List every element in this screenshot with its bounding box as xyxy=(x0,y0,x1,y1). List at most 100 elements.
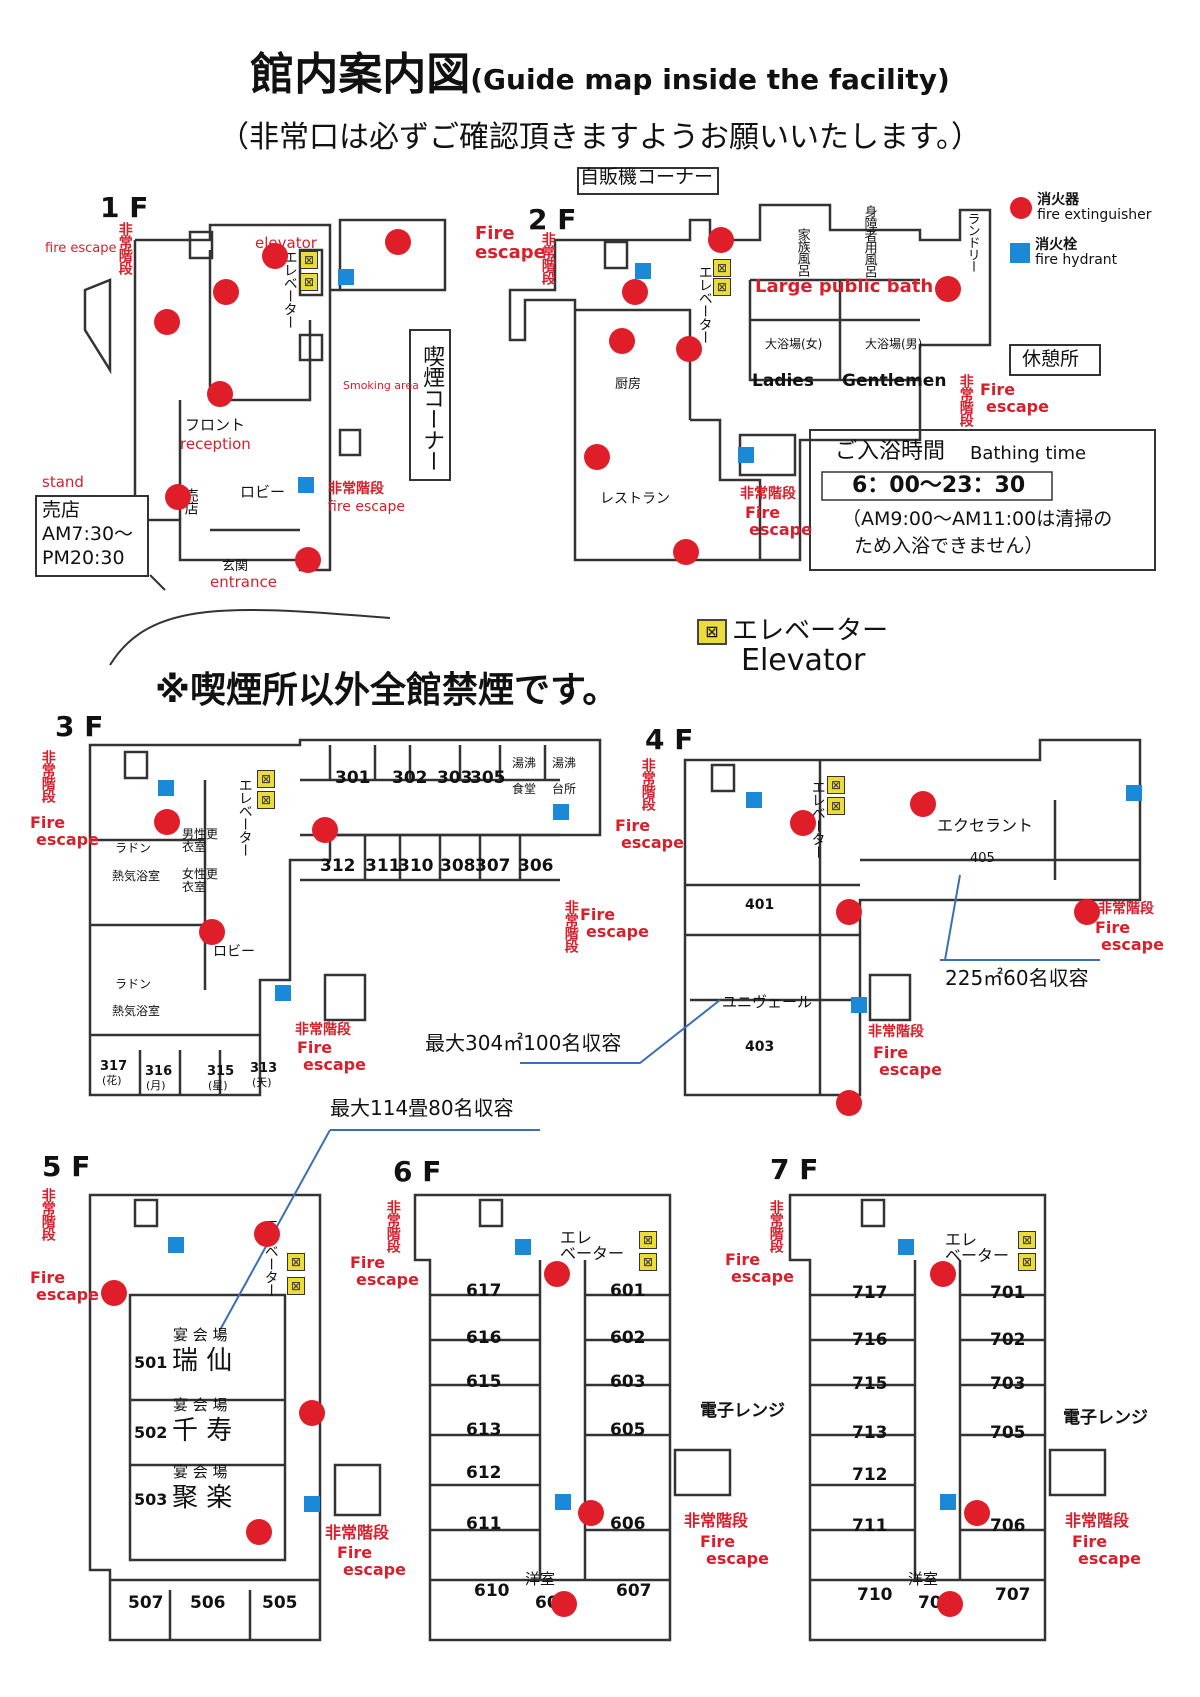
floor1-emergency-stairs-vert: 非常階段 xyxy=(116,222,133,274)
floor2-large-bath: Large public bath xyxy=(755,276,934,297)
room-703: 703 xyxy=(990,1374,1026,1394)
floor1-smoking-area: Smoking area xyxy=(343,379,419,392)
elevator-icon: ⊠ xyxy=(697,618,727,645)
room-312: 312 xyxy=(320,856,356,876)
elevator-icon: ⊠ xyxy=(1018,1231,1036,1249)
floor5-capacity-note: 最大114畳80名収容 xyxy=(330,1096,514,1120)
room-715: 715 xyxy=(852,1374,888,1394)
floor3-lobby: ロビー xyxy=(213,944,255,960)
floor3-radon-1: ラドン xyxy=(115,841,152,855)
floor1-fire-escape-left: fire escape xyxy=(45,241,117,256)
fire-extinguisher-icon xyxy=(937,1591,963,1617)
floor1-stand-en: stand xyxy=(42,473,84,491)
floor4-label: 4 F xyxy=(645,723,694,756)
floor2-restaurant: レストラン xyxy=(600,491,670,507)
room-716: 716 xyxy=(852,1330,888,1350)
fire-extinguisher-icon xyxy=(836,899,862,925)
floor3-label: 3 F xyxy=(55,710,104,743)
floor3-dining: 食堂 xyxy=(512,782,537,796)
room-610: 610 xyxy=(474,1581,510,1601)
room-405: 405 xyxy=(970,851,995,866)
floor2-bath-time-en: Bathing time xyxy=(970,443,1087,464)
fire-hydrant-icon xyxy=(168,1237,184,1253)
room-616: 616 xyxy=(466,1328,502,1348)
room-615: 615 xyxy=(466,1372,502,1392)
floor2-rest-area: 休憩所 xyxy=(1022,348,1080,370)
hydrant-icon xyxy=(1010,242,1030,263)
room-317: 317 xyxy=(100,1059,128,1074)
room-501-name: 瑞 仙 xyxy=(172,1346,233,1376)
no-smoking-notice: ※喫煙所以外全館禁煙です。 xyxy=(155,670,619,711)
floor5-banquet-3: 宴 会 場 xyxy=(173,1463,228,1481)
floor2-bath-note: （AM9:00～AM11:00は清掃のため入浴できません） xyxy=(842,508,1113,557)
floor2-kitchen: 厨房 xyxy=(615,377,642,392)
fire-hydrant-icon xyxy=(851,997,867,1013)
floor2-ladies-jp: 大浴場(女) xyxy=(765,337,823,351)
fire-hydrant-icon xyxy=(738,447,754,463)
room-602: 602 xyxy=(610,1328,646,1348)
room-607: 607 xyxy=(616,1581,652,1601)
elevator-icon: ⊠ xyxy=(257,791,275,809)
fire-extinguisher-icon xyxy=(165,484,191,510)
fire-hydrant-icon xyxy=(298,477,314,493)
floor2-elevator-jp: エレベーター xyxy=(696,265,713,343)
legend-elevator-jp: エレベーター xyxy=(732,616,889,646)
floor1-entrance-jp: 玄関 xyxy=(222,559,249,574)
room-503-name: 聚 楽 xyxy=(172,1483,233,1513)
room-403: 403 xyxy=(745,1039,775,1055)
floor3-sauna-1: 熱気浴室 xyxy=(112,869,161,883)
fire-hydrant-icon xyxy=(940,1494,956,1510)
floor2-vending: 自販機コーナー xyxy=(580,166,714,188)
room-315-tag: (星) xyxy=(208,1079,228,1092)
room-316: 316 xyxy=(145,1064,173,1079)
floor7-emergency-stairs: 非常階段 xyxy=(1065,1511,1130,1530)
floor5-label: 5 F xyxy=(42,1150,91,1183)
fire-extinguisher-icon xyxy=(154,809,180,835)
room-702: 702 xyxy=(990,1330,1026,1350)
elevator-icon: ⊠ xyxy=(287,1277,305,1295)
floor3-elevator-jp: エレベーター xyxy=(236,778,253,856)
floor6-western-room: 洋室 xyxy=(525,1570,556,1588)
elevator-icon: ⊠ xyxy=(257,770,275,788)
fire-extinguisher-icon xyxy=(254,1221,280,1247)
fire-hydrant-icon xyxy=(304,1496,320,1512)
floor2-accessible-bath: 身障者用風呂 xyxy=(861,205,877,277)
legend-hydrant: 消火栓 fire hydrant xyxy=(1010,238,1117,267)
fire-extinguisher-icon xyxy=(964,1500,990,1526)
floor1-reception-jp: フロント xyxy=(185,416,246,434)
floor2-ladies-en: Ladies xyxy=(752,371,814,391)
fire-extinguisher-icon xyxy=(295,547,321,573)
room-316-tag: (月) xyxy=(146,1079,166,1092)
title-en: (Guide map inside the facility) xyxy=(470,63,950,96)
fire-extinguisher-icon xyxy=(584,444,610,470)
title-jp: 館内案内図 xyxy=(250,49,471,100)
fire-extinguisher-icon xyxy=(1074,899,1100,925)
floor4-emergency-stairs: 非常階段 xyxy=(868,1024,924,1040)
room-315: 315 xyxy=(207,1064,235,1079)
floor2-bath-hours: 6：00～23：30 xyxy=(852,473,1026,498)
legend-elevator: ⊠ エレベーター Elevator xyxy=(697,616,889,677)
room-711: 711 xyxy=(852,1516,888,1536)
fire-extinguisher-icon xyxy=(199,919,225,945)
fire-extinguisher-icon xyxy=(101,1280,127,1306)
floor7-elevator-jp: エレベーター xyxy=(945,1230,1010,1265)
fire-hydrant-icon xyxy=(515,1239,531,1255)
floor1-shop-hours-box: 売店 AM7:30～ PM20:30 xyxy=(35,495,149,577)
elevator-icon: ⊠ xyxy=(300,273,318,291)
fire-hydrant-icon xyxy=(746,792,762,808)
fire-extinguisher-icon xyxy=(154,309,180,335)
legend-hydrant-en: fire hydrant xyxy=(1035,251,1118,268)
room-712: 712 xyxy=(852,1465,888,1485)
elevator-icon: ⊠ xyxy=(827,776,845,794)
room-302: 302 xyxy=(392,768,428,788)
fire-extinguisher-icon xyxy=(312,817,338,843)
floor1-fire-escape-mid: fire escape xyxy=(328,499,406,515)
floor1-smoking-corner: 喫煙コーナー xyxy=(419,345,445,471)
room-603: 603 xyxy=(610,1372,646,1392)
floor2-emergency-stairs-vert: 非常階段 xyxy=(539,232,556,284)
